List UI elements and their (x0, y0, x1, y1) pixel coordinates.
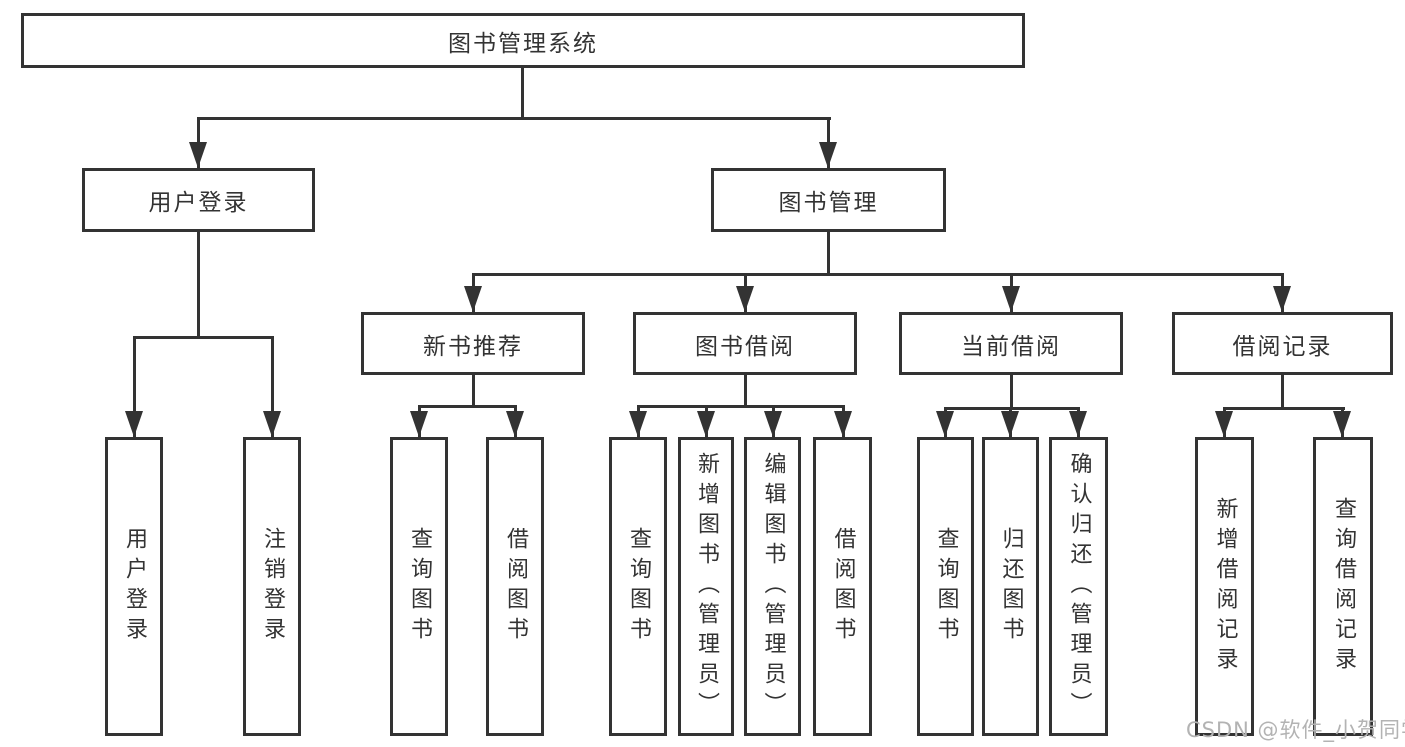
node-new-book-recommend: 新书推荐 (361, 312, 585, 375)
edge-to-leaf-user-login (133, 336, 136, 437)
edge-bb-branch (637, 405, 845, 408)
leaf-label: 用户登录 (122, 526, 147, 647)
leaf-label: 确认归还（管理员） (1066, 451, 1092, 722)
arrow-down-icon (697, 411, 715, 437)
leaf-return-books: 归还图书 (982, 437, 1039, 736)
arrow-down-icon (834, 411, 852, 437)
leaf-logout: 注销登录 (243, 437, 301, 736)
arrow-down-icon (189, 142, 207, 168)
node-label: 当前借阅 (961, 333, 1061, 360)
edge-user-login-branch (133, 336, 274, 339)
leaf-add-book-admin: 新增图书（管理员） (678, 437, 734, 736)
edge-nbr-branch (418, 405, 517, 408)
leaf-query-books-2: 查询图书 (609, 437, 667, 736)
edge-book-mgmt-branch (472, 273, 1284, 276)
arrow-down-icon (263, 411, 281, 437)
arrow-down-icon (1002, 286, 1020, 312)
leaf-query-borrow-record: 查询借阅记录 (1313, 437, 1373, 736)
node-label: 新书推荐 (423, 333, 523, 360)
leaf-add-borrow-record: 新增借阅记录 (1195, 437, 1254, 736)
leaf-label: 归还图书 (998, 526, 1024, 647)
edge-cb-branch (944, 407, 1080, 410)
edge-br-stem (1281, 373, 1284, 410)
arrow-down-icon (506, 411, 524, 437)
arrow-down-icon (936, 411, 954, 437)
arrow-down-icon (764, 411, 782, 437)
edge-br-branch (1223, 407, 1345, 410)
arrow-down-icon (736, 286, 754, 312)
edge-root-stem (521, 68, 524, 120)
leaf-query-books-3: 查询图书 (917, 437, 974, 736)
leaf-confirm-return-admin: 确认归还（管理员） (1049, 437, 1108, 736)
edge-nbr-stem (472, 375, 475, 408)
arrow-down-icon (410, 411, 428, 437)
node-label: 用户登录 (148, 190, 249, 216)
leaf-label: 查询借阅记录 (1331, 496, 1356, 677)
arrow-down-icon (1273, 286, 1291, 312)
leaf-borrow-books-2: 借阅图书 (813, 437, 872, 736)
arrow-down-icon (125, 411, 143, 437)
leaf-borrow-books-1: 借阅图书 (486, 437, 544, 736)
arrow-down-icon (1215, 411, 1233, 437)
node-library-system: 图书管理系统 (21, 13, 1025, 68)
node-label: 图书管理 (778, 190, 879, 216)
arrow-down-icon (1001, 411, 1019, 437)
node-book-borrow: 图书借阅 (633, 312, 857, 375)
arrow-down-icon (464, 286, 482, 312)
edge-bb-stem (744, 375, 747, 408)
leaf-label: 编辑图书（管理员） (760, 451, 786, 722)
leaf-edit-book-admin: 编辑图书（管理员） (744, 437, 801, 736)
leaf-label: 借阅图书 (503, 526, 528, 647)
node-user-login: 用户登录 (82, 168, 315, 232)
leaf-query-books-1: 查询图书 (390, 437, 448, 736)
arrow-down-icon (629, 411, 647, 437)
arrow-down-icon (1333, 411, 1351, 437)
arrow-down-icon (1069, 411, 1087, 437)
node-label: 图书借阅 (695, 333, 795, 360)
edge-user-login-stem (197, 232, 200, 339)
node-borrow-records: 借阅记录 (1172, 312, 1393, 375)
node-book-management: 图书管理 (711, 168, 946, 232)
edge-to-leaf-logout (271, 336, 274, 437)
edge-root-branch (197, 117, 831, 120)
leaf-user-login: 用户登录 (105, 437, 163, 736)
leaf-label: 注销登录 (260, 526, 285, 647)
node-label: 借阅记录 (1232, 333, 1333, 360)
leaf-label: 查询图书 (407, 526, 432, 647)
edge-cb-stem (1010, 375, 1013, 410)
arrow-down-icon (819, 142, 837, 168)
leaf-label: 借阅图书 (830, 526, 856, 647)
leaf-label: 查询图书 (933, 526, 959, 647)
node-current-borrow: 当前借阅 (899, 312, 1123, 375)
node-label: 图书管理系统 (448, 30, 598, 57)
leaf-label: 新增借阅记录 (1212, 496, 1238, 677)
leaf-label: 新增图书（管理员） (694, 451, 719, 722)
watermark-text: CSDN @软件_小贺同学 (1186, 718, 1405, 742)
leaf-label: 查询图书 (626, 526, 651, 647)
edge-book-mgmt-stem (827, 232, 830, 276)
